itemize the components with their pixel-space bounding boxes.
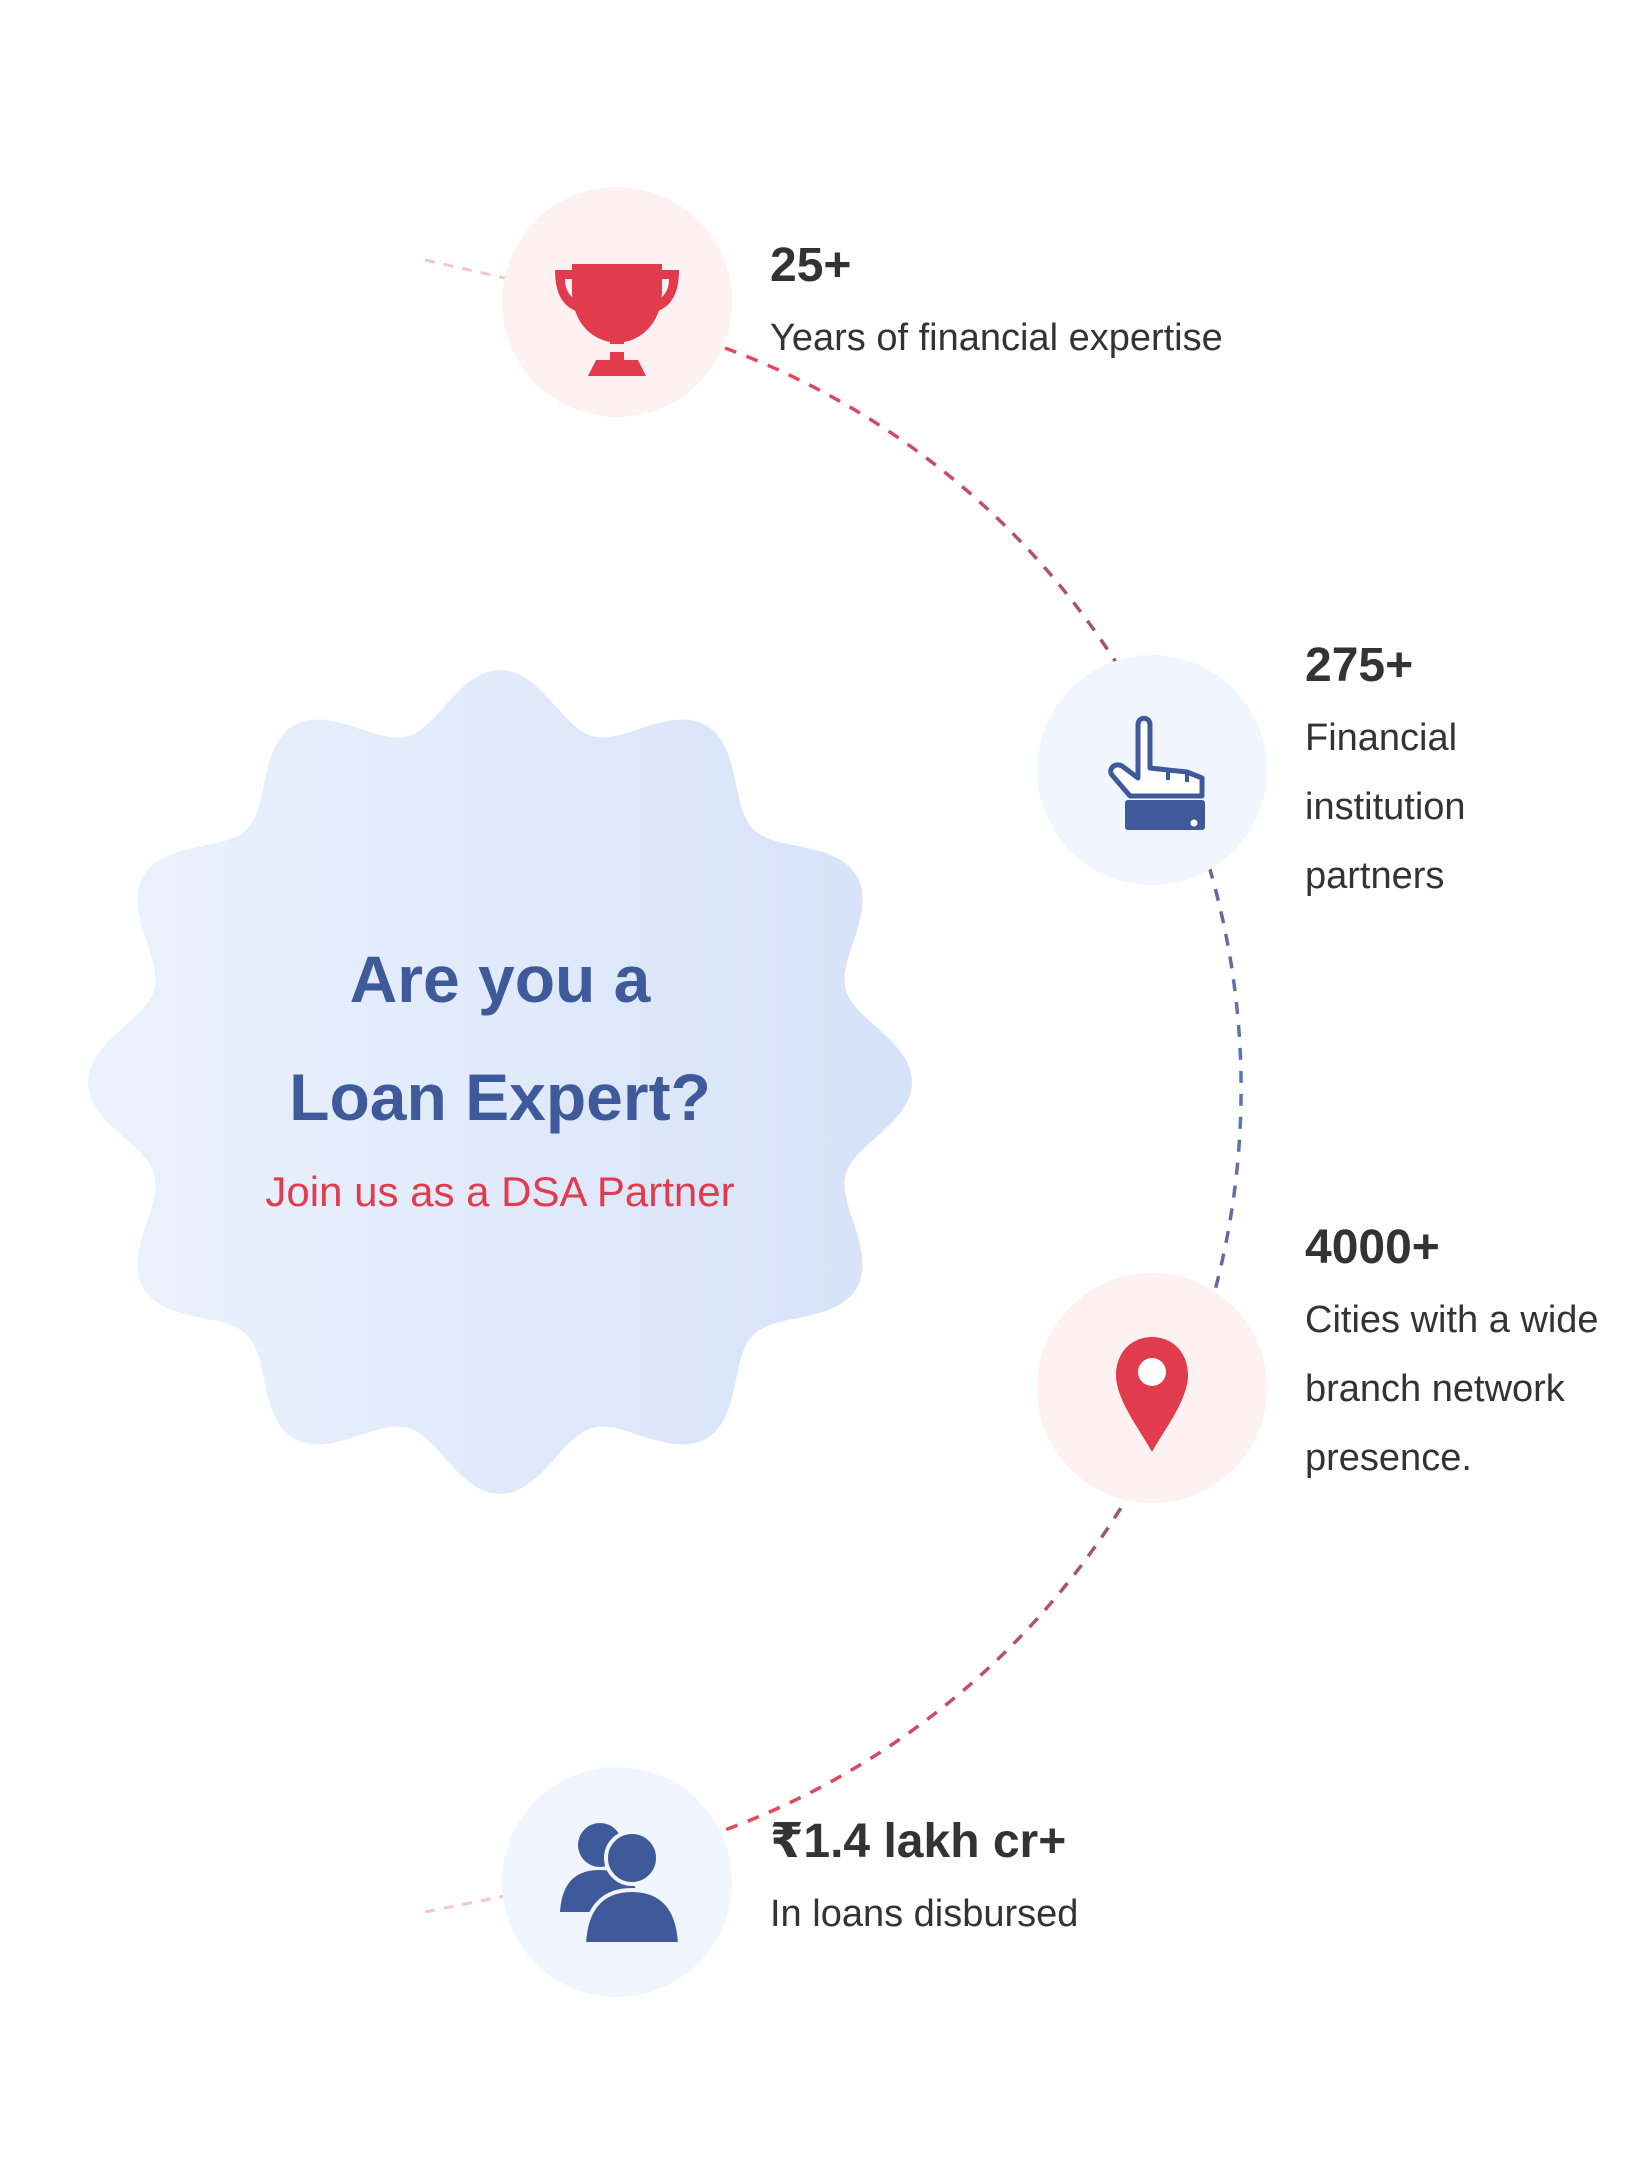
stat-label: Financial institution partners — [1305, 717, 1466, 897]
badge-text-block: Are you a Loan Expert? Join us as a DSA … — [90, 920, 910, 1222]
users-icon — [560, 1823, 683, 1946]
stat-icon-circle-1 — [502, 187, 732, 417]
stat-value: 4000+ — [1305, 1221, 1440, 1274]
map-pin-icon — [1116, 1337, 1188, 1452]
connector-stub-bottom — [424, 1894, 506, 1914]
dsa-partner-subline: Join us as a DSA Partner — [265, 1168, 735, 1215]
stat-icon-circle-2 — [1037, 655, 1267, 885]
stat-icon-circle-3 — [1037, 1273, 1267, 1503]
wavy-badge-shape — [88, 670, 912, 1494]
stat-label: In loans disbursed — [770, 1893, 1079, 1935]
stat-years-expertise: 25+ Years of financial expertise — [770, 236, 1490, 373]
trophy-icon — [555, 264, 679, 376]
connector-stub-top — [424, 258, 506, 280]
headline-line-1: Are you a — [349, 942, 651, 1016]
pointing-hand-icon — [1108, 715, 1205, 830]
stat-cities: 4000+ Cities with a wide branch network … — [1305, 1218, 1605, 1493]
stat-icon-circle-4 — [502, 1767, 732, 1997]
stat-label: Cities with a wide branch network presen… — [1305, 1299, 1599, 1479]
headline-line-2: Loan Expert? — [289, 1060, 711, 1134]
stat-value: ₹1.4 lakh cr+ — [770, 1815, 1067, 1868]
stat-value: 275+ — [1305, 639, 1414, 692]
stat-label: Years of financial expertise — [770, 317, 1223, 359]
dashed-arc — [724, 346, 1243, 1832]
stat-partners: 275+ Financial institution partners — [1305, 636, 1605, 911]
stat-loans-disbursed: ₹1.4 lakh cr+ In loans disbursed — [770, 1812, 1550, 1949]
stat-value: 25+ — [770, 239, 852, 292]
